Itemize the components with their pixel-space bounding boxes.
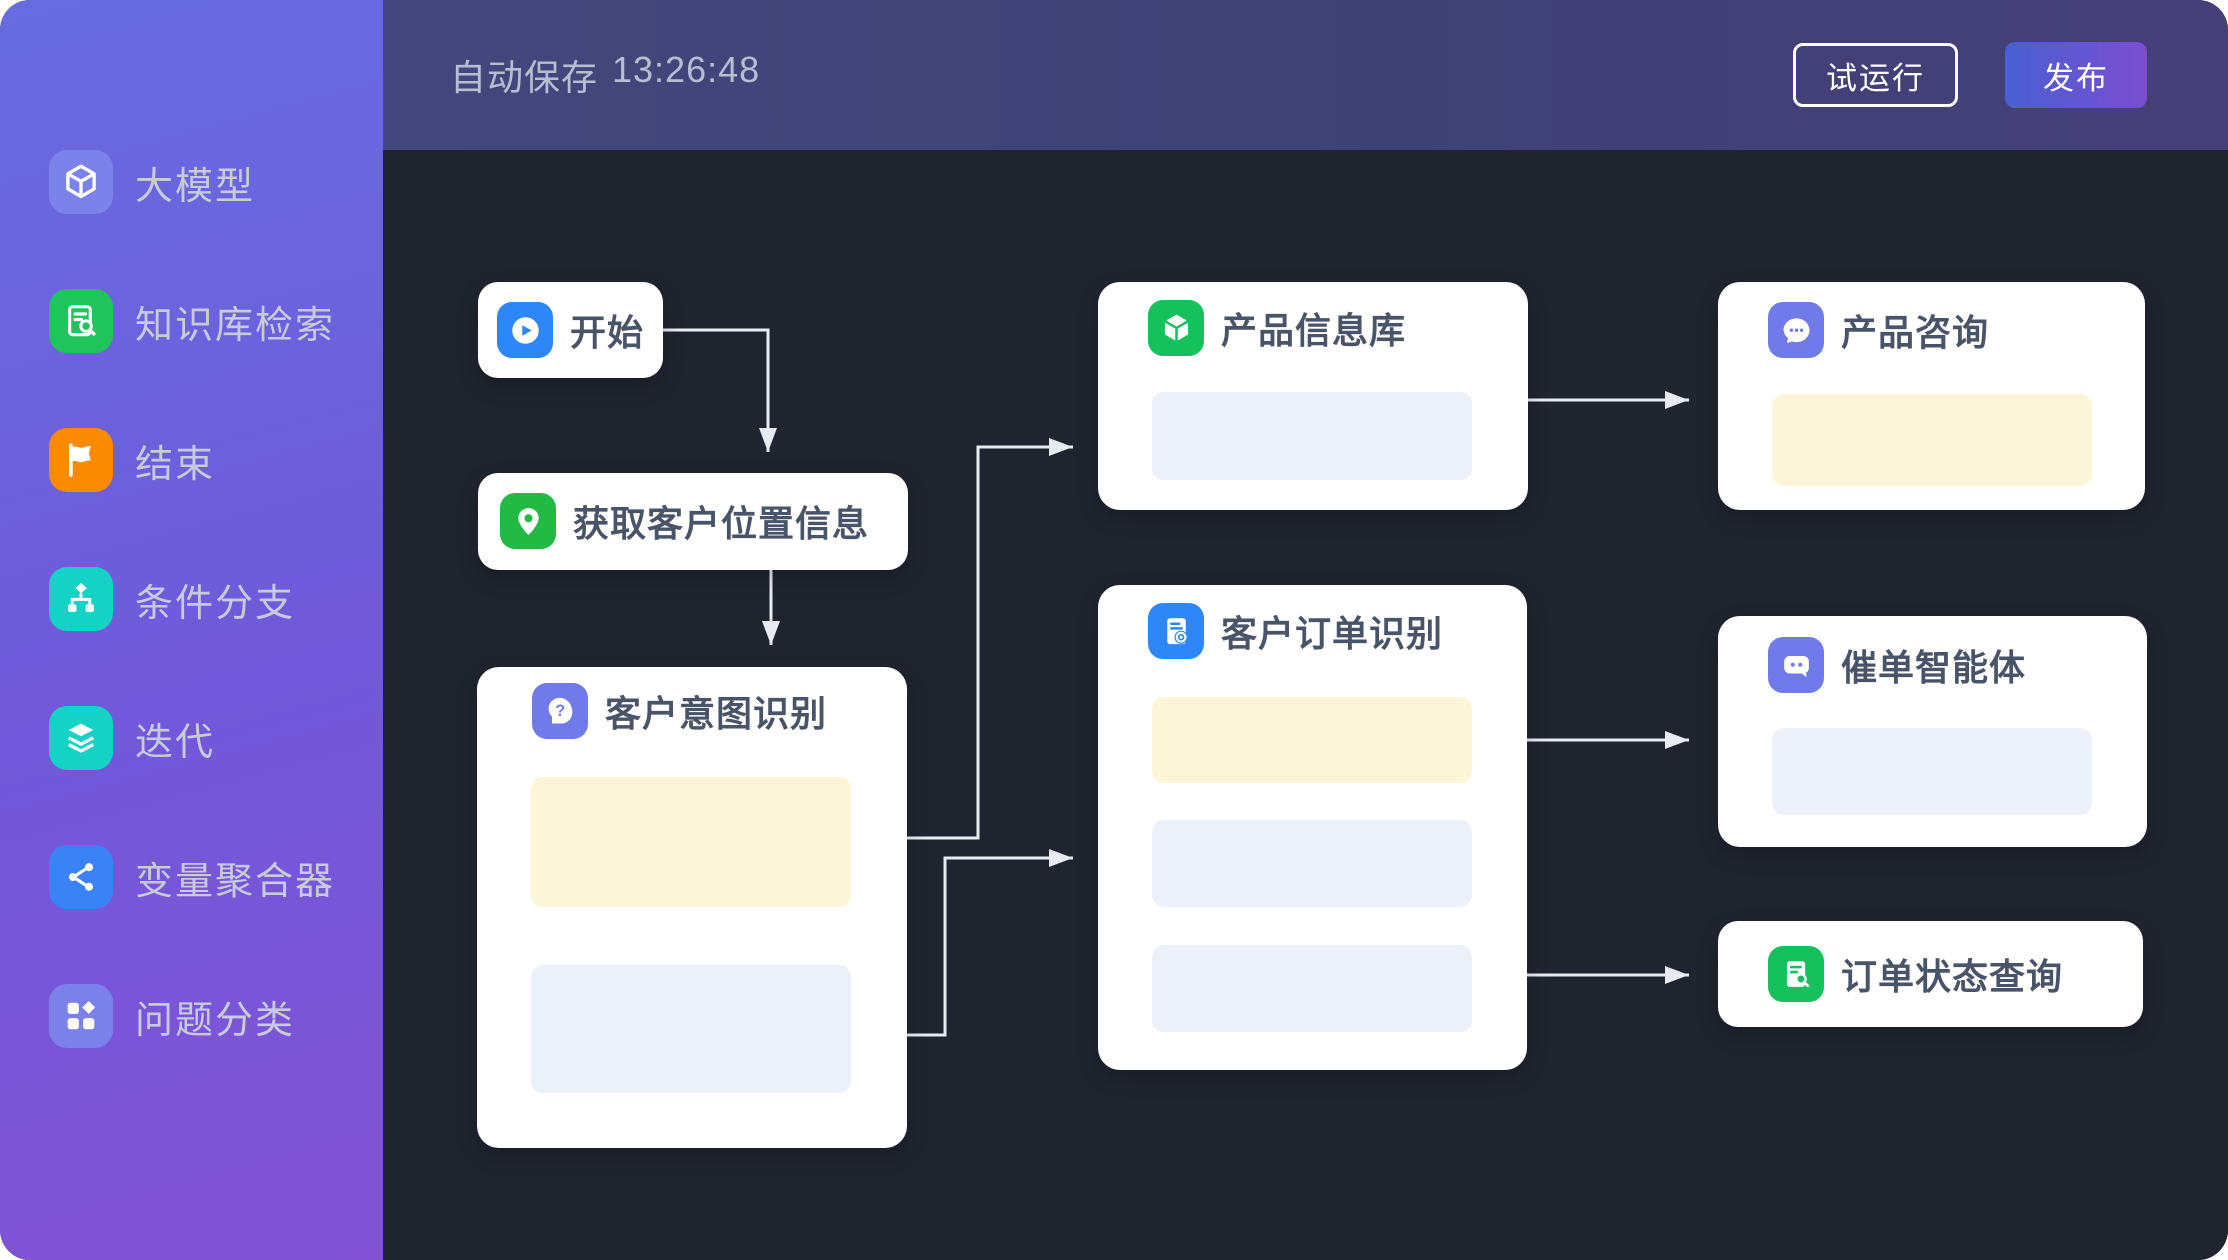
node-title: 客户订单识别 [1221, 613, 1444, 654]
placeholder-field [531, 965, 851, 1093]
sidebar-item-label: 条件分支 [135, 582, 296, 625]
highlight-field [1772, 394, 2092, 486]
share-icon [49, 845, 113, 909]
node-title: 客户意图识别 [605, 693, 828, 734]
doc-search-icon [49, 289, 113, 353]
sidebar-item-llm[interactable]: 大模型 [49, 150, 383, 214]
sidebar-item-label: 问题分类 [135, 999, 296, 1042]
node-intent-recognition[interactable]: ? 客户意图识别 [477, 667, 907, 1148]
top-bar: 自动保存 13:26:48 试运行 发布 [383, 0, 2228, 150]
sidebar-item-variable-aggregator[interactable]: 变量聚合器 [49, 845, 383, 909]
placeholder-field [1772, 728, 2092, 815]
grid-icon [49, 984, 113, 1048]
sidebar-item-end[interactable]: 结束 [49, 428, 383, 492]
sidebar-item-label: 变量聚合器 [135, 860, 336, 903]
svg-text:?: ? [555, 701, 565, 719]
sidebar-item-condition-branch[interactable]: 条件分支 [49, 567, 383, 631]
edge-start-to-get-location [663, 328, 777, 452]
node-order-status-query[interactable]: 订单状态查询 [1718, 921, 2143, 1027]
chat-ellipsis-icon [1768, 302, 1824, 358]
test-run-button[interactable]: 试运行 [1793, 43, 1958, 107]
layers-icon [49, 706, 113, 770]
highlight-field [1152, 697, 1472, 783]
placeholder-field [1152, 820, 1472, 907]
node-product-consult[interactable]: 产品咨询 [1718, 282, 2145, 510]
location-pin-icon [500, 493, 556, 549]
doc-search-icon [1768, 946, 1824, 1002]
node-title: 订单状态查询 [1841, 956, 2064, 997]
sidebar-item-label: 大模型 [135, 165, 256, 208]
node-product-info-library[interactable]: 产品信息库 [1098, 282, 1528, 510]
autosave-status: 自动保存 13:26:48 [450, 49, 760, 101]
sidebar-item-label: 结束 [135, 443, 216, 486]
placeholder-field [1152, 392, 1472, 480]
autosave-label: 自动保存 [450, 57, 599, 98]
sidebar-item-iteration[interactable]: 迭代 [49, 706, 383, 770]
node-title: 催单智能体 [1841, 647, 2027, 688]
doc-eye-icon [1148, 603, 1204, 659]
node-title: 获取客户位置信息 [573, 503, 870, 544]
cube-outline-icon [49, 150, 113, 214]
placeholder-field [1152, 945, 1472, 1032]
sidebar-item-knowledge-retrieval[interactable]: 知识库检索 [49, 289, 383, 353]
cube-icon [1148, 300, 1204, 356]
flag-icon [49, 428, 113, 492]
node-palette-sidebar: 大模型 知识库检索 结束 [0, 0, 383, 1260]
node-reminder-agent[interactable]: 催单智能体 [1718, 616, 2147, 847]
node-title: 产品咨询 [1841, 312, 1990, 353]
node-order-recognition[interactable]: 客户订单识别 [1098, 585, 1527, 1070]
sidebar-item-question-classifier[interactable]: 问题分类 [49, 984, 383, 1048]
node-title: 产品信息库 [1221, 310, 1407, 351]
top-bar-actions: 试运行 发布 [1793, 42, 2147, 108]
edge-intent-to-order-recognition [907, 849, 1073, 1037]
node-get-location[interactable]: 获取客户位置信息 [478, 473, 908, 570]
node-start[interactable]: 开始 [478, 282, 663, 378]
publish-button[interactable]: 发布 [2005, 42, 2147, 108]
chat-robot-icon [1768, 637, 1824, 693]
edge-intent-to-product-info [907, 438, 1073, 840]
sidebar-item-label: 迭代 [135, 721, 216, 764]
branch-icon [49, 567, 113, 631]
workflow-canvas[interactable]: 开始 获取客户位置信息 ? [383, 150, 2228, 1260]
play-icon [497, 302, 553, 358]
autosave-time: 13:26:48 [612, 49, 761, 90]
head-question-icon: ? [532, 683, 588, 739]
sidebar-item-label: 知识库检索 [135, 304, 336, 347]
highlight-field [531, 777, 851, 907]
node-title: 开始 [570, 312, 645, 353]
